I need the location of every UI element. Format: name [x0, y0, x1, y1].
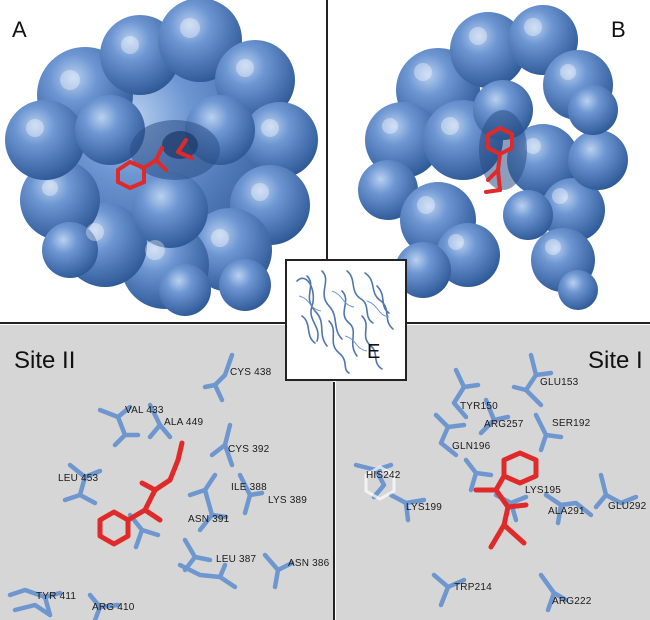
ligand-site-1 — [473, 450, 539, 550]
residue-label: GLU292 — [608, 501, 647, 512]
panel-site-1: Site I GLU153 TYR150 ARG257 SER192 GLN19… — [336, 325, 650, 620]
residue-label: ALA291 — [548, 506, 585, 517]
residue-label: TYR150 — [460, 401, 498, 412]
ligand-site-2 — [97, 440, 185, 547]
residue-label: LYS195 — [525, 485, 562, 496]
residue-label: CYS 438 — [230, 367, 272, 378]
panel-a: A — [0, 0, 325, 322]
panel-a-surface-render — [5, 0, 318, 316]
site-1-residue-render — [353, 352, 639, 613]
residue-label: ARG222 — [552, 596, 592, 607]
residue-label: ASN 391 — [188, 514, 230, 525]
panel-site-2: Site II CYS 438 VAL 433 ALA 449 CYS 392 … — [0, 325, 333, 620]
residue-label: ARG 410 — [92, 602, 135, 613]
residue-label: LYS 389 — [268, 495, 308, 506]
site-1-title: Site I — [588, 347, 643, 374]
ligand-a — [116, 138, 194, 191]
site-2-title: Site II — [14, 347, 76, 374]
residue-label: TRP214 — [454, 582, 492, 593]
residue-label: HIS242 — [366, 470, 401, 481]
panel-b-surface-render — [358, 5, 628, 310]
panel-b: B — [328, 0, 650, 322]
divider-vertical-bottom — [333, 382, 335, 620]
residue-label: VAL 433 — [125, 405, 164, 416]
residue-label: GLU153 — [540, 377, 579, 388]
residue-label: TYR 411 — [36, 591, 77, 602]
panel-a-letter: A — [12, 17, 27, 42]
residue-label: CYS 392 — [228, 444, 270, 455]
residue-label: LYS199 — [406, 502, 443, 513]
residue-label: ALA 449 — [164, 417, 204, 428]
panel-b-letter: B — [611, 17, 626, 42]
panel-e-ribbon-render — [296, 270, 394, 374]
residue-label: LEU 453 — [58, 473, 99, 484]
divider-vertical-top — [326, 0, 328, 262]
residue-label: SER192 — [552, 418, 591, 429]
panel-e-letter: E — [367, 341, 381, 363]
residue-label: ILE 388 — [231, 482, 267, 493]
ligand-b — [484, 125, 514, 194]
residue-label: LEU 387 — [216, 554, 257, 565]
residue-label: GLN196 — [452, 441, 491, 452]
site-2-residue-render — [7, 352, 295, 620]
residue-label: ARG257 — [484, 419, 524, 430]
residue-label: ASN 386 — [288, 558, 330, 569]
panel-e: E — [285, 259, 407, 381]
